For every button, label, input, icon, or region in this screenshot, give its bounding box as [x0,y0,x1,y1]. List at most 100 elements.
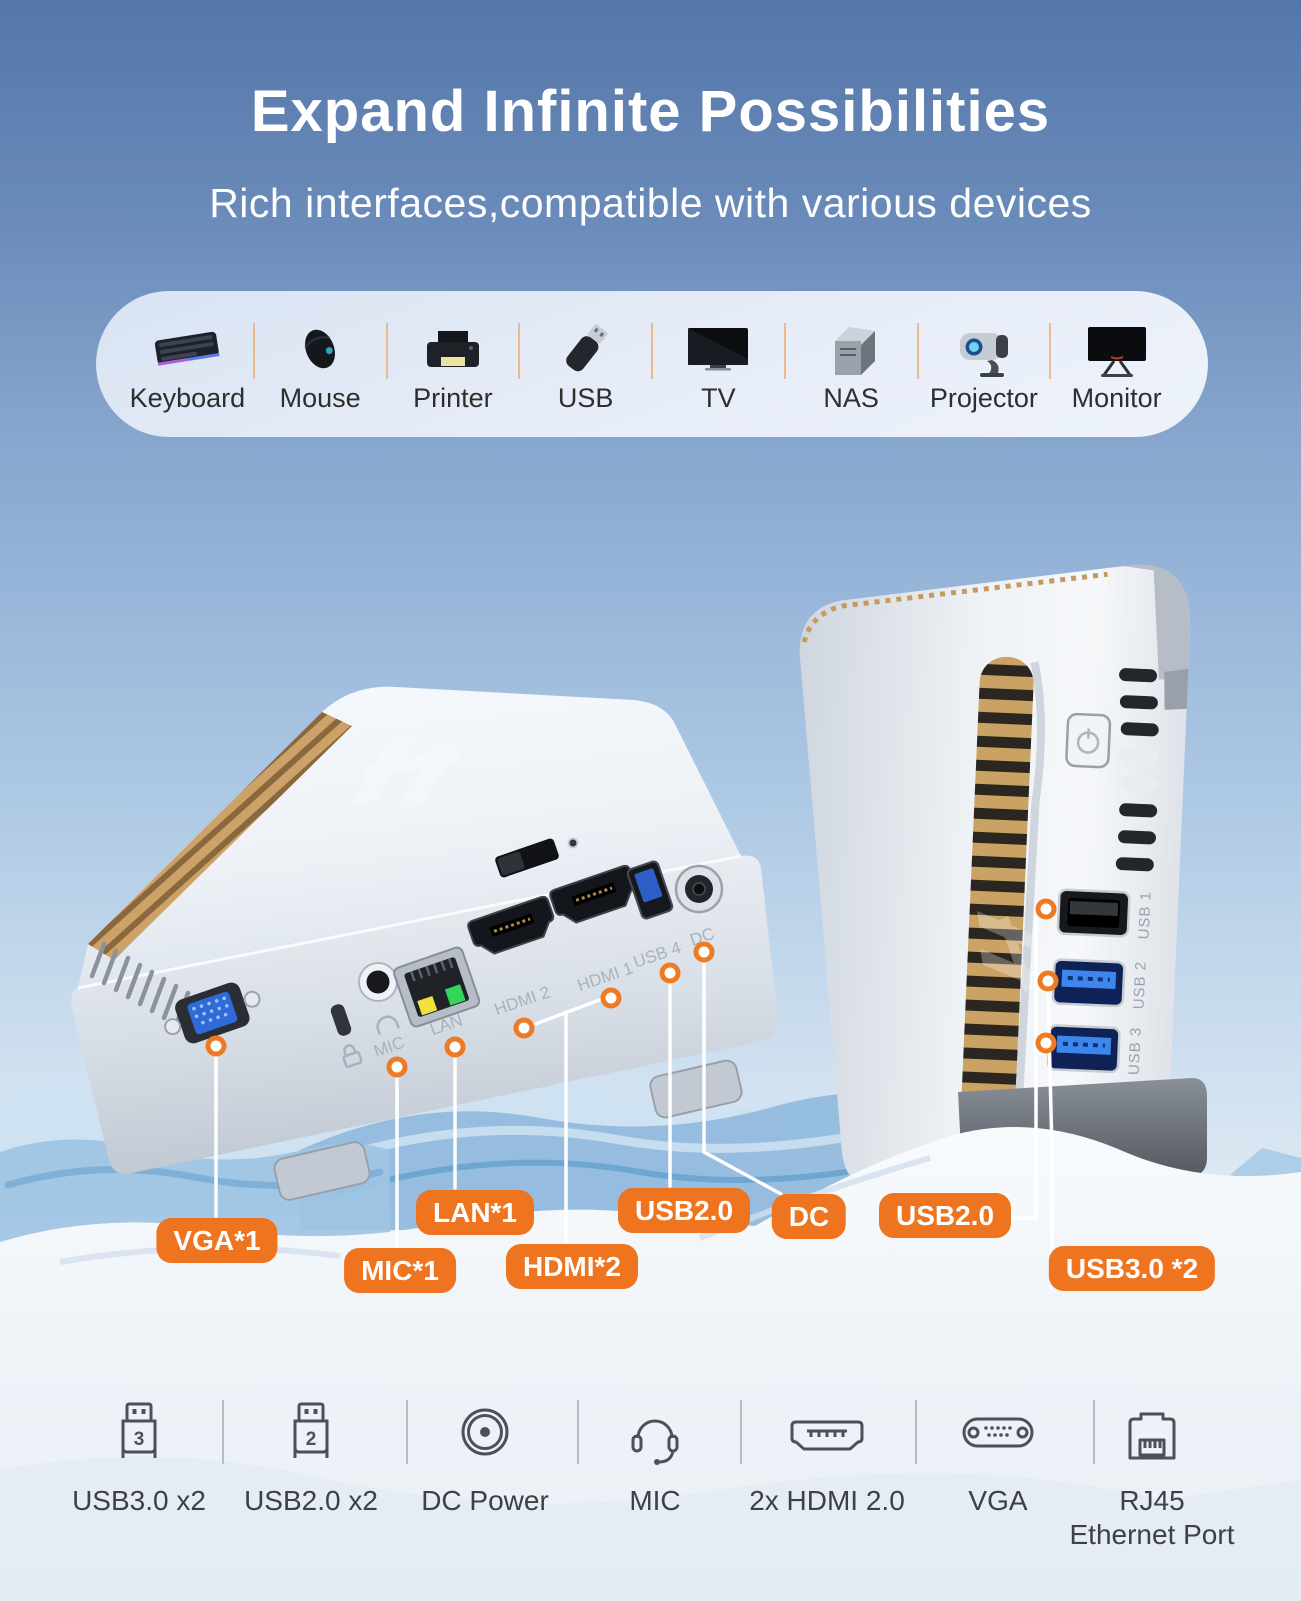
hdmi2-port [467,895,555,955]
usb3-port [1046,1024,1121,1074]
usb4-port [626,860,674,920]
snow-foreground [0,1127,1301,1601]
device-item-projector: Projector [919,315,1050,414]
usb4-anchor-dot [659,962,681,984]
ports-row-item-mic: MIC [550,1394,760,1518]
nas-icon [811,315,891,379]
device-label: USB [557,382,614,413]
ports-row-item-vga: VGA [893,1394,1103,1518]
ports-row-divider [222,1400,224,1464]
tv-icon [678,315,758,379]
device-label: Monitor [1071,382,1162,413]
callout-lan: LAN*1 [415,1190,535,1236]
dc-power-icon [461,1408,509,1456]
rj45-label-line1: RJ45 [1119,1485,1185,1516]
engraved-usb2-label: USB 2 [1131,961,1150,1010]
device-item-mouse: Mouse [255,315,386,414]
mic-headset-icon [631,1419,679,1465]
callout-mic: MIC*1 [344,1248,456,1294]
monitor-icon [1077,315,1157,379]
ports-row-label: VGA [968,1485,1028,1516]
callout-vga: VGA*1 [156,1218,278,1264]
projector-icon [944,315,1024,379]
engraved-usb3-label: USB 3 [1126,1026,1145,1075]
device-item-nas: NAS [786,315,917,414]
device-item-tv: TV [653,315,784,414]
keyboard-icon [147,315,227,379]
pill-divider [252,323,255,379]
usb2-port [1051,958,1126,1008]
gold-vent-strip [88,712,352,960]
ports-row-label: USB2.0 x2 [244,1485,378,1516]
hdmi1-port [549,864,637,924]
rj45-label-line2: Ethernet Port [1069,1518,1235,1550]
callout-usb2-side: USB2.0 [878,1193,1012,1239]
usb2-anchor-dot [1037,970,1059,992]
device-label: TV [701,382,736,413]
callout-dc: DC [771,1194,847,1240]
usb-drive-icon [546,315,626,379]
callout-usb3-side: USB3.0 *2 [1048,1246,1216,1292]
usb1-anchor-dot [1035,898,1057,920]
page-title: Expand Infinite Possibilities [250,79,1051,144]
ports-row-item-usb3: 3 USB3.0 x2 [34,1394,244,1518]
vga-port [164,982,261,1044]
ports-row-divider [577,1400,579,1464]
hdmi2-anchor-dot [513,1017,535,1039]
device-item-keyboard: Keyboard [122,315,253,414]
vga-port-icon [962,1417,1034,1448]
ports-row-item-dc: DC Power [380,1394,590,1518]
usb2-icon-digit: 2 [306,1429,317,1450]
pill-divider [385,323,388,379]
brand-logo-side [976,910,1043,993]
usb3-icon-digit: 3 [134,1429,145,1450]
mic-jack-port [358,962,398,1002]
callout-usb2-back: USB2.0 [617,1188,751,1234]
usb1-port [1056,888,1131,938]
device-item-monitor: Monitor [1051,315,1182,414]
usb2-port-icon: 2 [293,1402,329,1458]
hdmi-port-icon [790,1420,864,1451]
device-label: Keyboard [129,382,246,413]
dc-anchor-dot [693,941,715,963]
printer-icon [413,315,493,379]
pc-feet [273,1059,743,1201]
device-item-usb: USB [520,315,651,414]
mouse-icon [280,315,360,379]
usb3-port-icon: 3 [121,1402,157,1458]
vga-anchor-dot [205,1035,227,1057]
mini-pc-side-view: USB 1 USB 2 USB 3 [799,564,1191,1189]
device-label: Mouse [279,382,361,413]
ports-row-label: USB3.0 x2 [72,1485,206,1516]
callout-anchor-dots [205,898,1059,1078]
engraved-usb1-label: USB 1 [1136,891,1155,940]
pill-divider [1049,323,1052,379]
power-button[interactable] [1065,712,1112,769]
gold-accordion-vent [960,656,1034,1155]
brand-logo-top [352,737,462,807]
top-card-slot [495,838,559,878]
device-label: NAS [823,382,879,413]
headphone-icon [376,1015,400,1036]
lock-icon [342,1044,363,1068]
lock-slot [330,1004,352,1036]
pill-divider [651,323,653,379]
rj45-port-icon [1128,1412,1176,1460]
ports-row-item-hdmi: 2x HDMI 2.0 [722,1394,932,1518]
hdmi1-anchor-dot [600,987,622,1009]
mic-anchor-dot [386,1056,408,1078]
ports-row-divider [915,1400,917,1464]
ports-row-label: 2x HDMI 2.0 [749,1485,905,1516]
vent-dashes [1115,668,1159,872]
ports-row-item-usb2: 2 USB2.0 x2 [206,1394,416,1518]
ports-row-divider [1093,1400,1095,1464]
callout-hdmi: HDMI*2 [505,1244,639,1290]
page-subtitle: Rich interfaces,compatible with various … [209,180,1092,226]
device-item-printer: Printer [388,315,519,414]
reset-pinhole [567,837,579,849]
pill-divider [783,323,786,379]
usb3-anchor-dot [1035,1032,1057,1054]
device-label: Printer [413,382,493,413]
pill-divider [916,323,919,379]
